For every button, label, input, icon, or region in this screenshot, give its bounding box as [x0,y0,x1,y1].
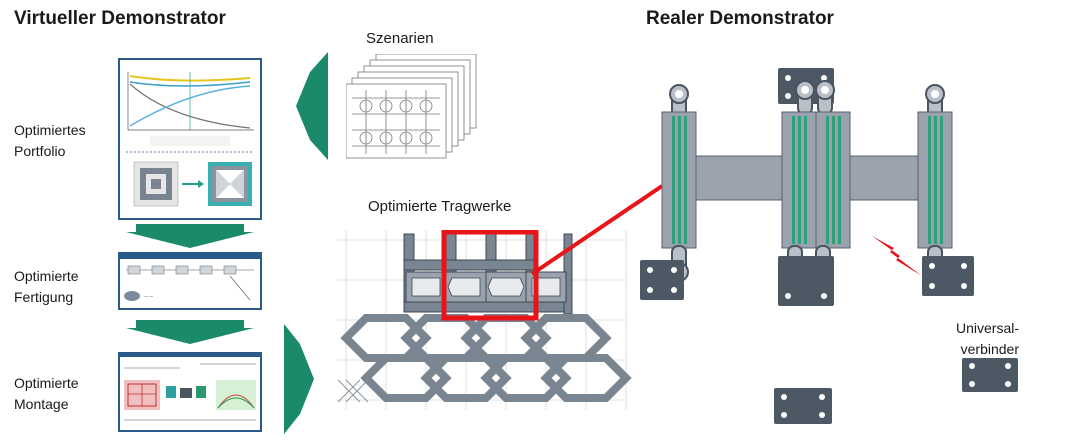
svg-text:— —: — — [144,294,153,299]
arrow-right-icon [284,324,314,434]
label-optimized-structures: Optimierte Tragwerke [368,198,512,215]
arrow-down-icon-1 [126,224,254,248]
label-scenarios: Szenarien [366,30,434,47]
highlight-connector-line [530,184,664,276]
label-montage-line2: Montage [14,396,69,412]
heading-real-demonstrator: Realer Demonstrator [646,8,834,29]
real-demonstrator-image [640,68,974,306]
heading-virtual-demonstrator: Virtueller Demonstrator [14,8,226,29]
optimized-structures-image [336,230,632,410]
arrow-down-icon-2 [126,320,254,344]
label-fertigung-line1: Optimierte [14,268,79,284]
label-optimized-portfolio: Optimiertes Portfolio [14,120,86,162]
label-connector-line2: verbinder [960,341,1020,357]
scenarios-stack-image [346,54,477,159]
assembly-diagram-image [120,354,260,421]
portfolio-thumbnail [118,58,262,220]
manufacturing-flow-image: — — [120,254,260,301]
label-optimized-manufacturing: Optimierte Fertigung [14,266,79,308]
label-portfolio-line1: Optimiertes [14,122,86,138]
arrow-left-icon [296,52,328,160]
portfolio-chart-image [126,72,254,207]
highlight-box [441,230,539,321]
assembly-thumbnail [118,352,262,432]
label-connector-line1: Universal- [956,320,1020,336]
loose-plate [774,388,832,424]
label-montage-line1: Optimierte [14,375,79,391]
lightning-icon [872,236,922,276]
universal-connector-plate [962,358,1018,392]
manufacturing-thumbnail: — — [118,252,262,310]
label-portfolio-line2: Portfolio [14,143,66,159]
label-universal-connector: Universal- verbinder [956,318,1019,360]
label-fertigung-line2: Fertigung [14,289,74,305]
label-optimized-assembly: Optimierte Montage [14,373,79,415]
